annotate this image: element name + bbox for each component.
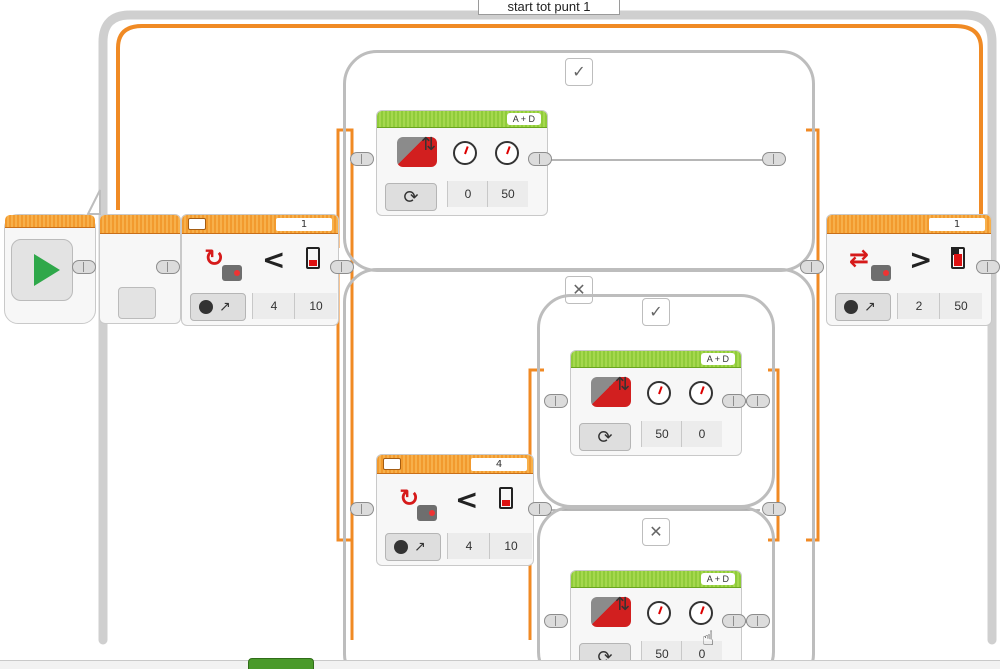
sensor-body-icon: [417, 505, 437, 521]
switch-true-exit-plug[interactable]: [762, 152, 786, 166]
right-switch-block[interactable]: 1 ⇄ > ↗ 2 50: [826, 214, 992, 326]
switch-false-exit-plug[interactable]: [762, 502, 786, 516]
main-switch-value-2[interactable]: 10: [294, 293, 337, 319]
tank-motor-icon: [591, 377, 631, 407]
inner-switch-output-plug[interactable]: [528, 502, 552, 516]
hand-cursor-icon: ☝: [702, 626, 715, 650]
loop-block-header: [100, 215, 180, 234]
right-switch-mode-button[interactable]: ↗: [835, 293, 891, 321]
start-block-header: [5, 215, 95, 228]
mode-sensor-icon: [844, 300, 858, 314]
tank-motor-icon: [397, 137, 437, 167]
top-motor-output-plug[interactable]: [528, 152, 552, 166]
switch-false-case-frame: [343, 268, 815, 669]
motor-settings-icon: ⇅: [615, 594, 631, 615]
switch-true-entry-plug[interactable]: [350, 152, 374, 166]
gyro-sensor-icon: ↻: [399, 484, 420, 512]
inner-switch-false-frame: [537, 506, 775, 669]
top-motor-header: A + D: [377, 111, 547, 128]
main-switch-mode-button[interactable]: ↗: [190, 293, 246, 321]
main-switch-output-plug[interactable]: [330, 260, 354, 274]
inner-switch-count: 4: [471, 458, 527, 471]
inner-false-exit-plug[interactable]: [746, 614, 770, 628]
bottom-toolbar: [0, 660, 1000, 669]
inner-switch-block[interactable]: 4 ↻ < ↗ 4 10: [376, 454, 534, 566]
inner-true-motor-block[interactable]: A + D ⇅ ⟳ 50 0: [570, 350, 742, 456]
right-power-gauge-icon: [495, 141, 519, 165]
start-output-plug[interactable]: [72, 260, 96, 274]
mode-rate-icon: ↗: [219, 299, 231, 315]
inner-switch-mode-button[interactable]: ↗: [385, 533, 441, 561]
right-power-gauge-icon: [689, 381, 713, 405]
inner-true-motor-value-1[interactable]: 50: [641, 421, 682, 447]
right-switch-operator: >: [909, 243, 933, 276]
inner-case-true-selector[interactable]: ✓: [642, 298, 670, 326]
gyro-sensor-icon: ⇄: [849, 244, 870, 272]
inner-switch-value-1[interactable]: 4: [447, 533, 490, 559]
motor-settings-icon: ⇅: [421, 134, 437, 155]
loop-mode-icon[interactable]: [118, 287, 156, 319]
play-icon: [34, 254, 60, 286]
inner-switch-value-2[interactable]: 10: [489, 533, 532, 559]
inner-false-motor-block[interactable]: A + D ⇅ ⟳ 50 0: [570, 570, 742, 669]
inner-true-motor-mode-button[interactable]: ⟳: [579, 423, 631, 451]
inner-false-motor-port[interactable]: A + D: [700, 573, 735, 585]
loop-orange-path: [116, 24, 983, 220]
left-power-gauge-icon: [647, 381, 671, 405]
threshold-meter-icon: [951, 247, 965, 269]
inner-switch-input-plug[interactable]: [350, 502, 374, 516]
inner-true-motor-port[interactable]: A + D: [700, 353, 735, 365]
sensor-body-icon: [871, 265, 891, 281]
top-motor-block[interactable]: A + D ⇅ ⟳ 0 50: [376, 110, 548, 216]
main-switch-header: 1: [182, 215, 338, 234]
inner-false-motor-header: A + D: [571, 571, 741, 588]
top-motor-value-1[interactable]: 0: [447, 181, 488, 207]
inner-case-false-selector[interactable]: ✕: [642, 518, 670, 546]
right-switch-count: 1: [929, 218, 985, 231]
switch-case-tab-icon: [383, 458, 401, 470]
inner-true-motor-output-plug[interactable]: [722, 394, 746, 408]
inner-false-motor-output-plug[interactable]: [722, 614, 746, 628]
main-switch-count: 1: [276, 218, 332, 231]
loop-frame: [98, 10, 997, 645]
inner-true-motor-header: A + D: [571, 351, 741, 368]
mode-sensor-icon: [199, 300, 213, 314]
loop-name-label[interactable]: start tot punt 1: [478, 0, 620, 15]
inner-switch-header: 4: [377, 455, 533, 474]
top-motor-port[interactable]: A + D: [506, 113, 541, 125]
inner-false-entry-plug[interactable]: [544, 614, 568, 628]
sensor-body-icon: [222, 265, 242, 281]
main-switch-value-1[interactable]: 4: [252, 293, 295, 319]
right-switch-output-plug[interactable]: [976, 260, 1000, 274]
right-switch-value-1[interactable]: 2: [897, 293, 940, 319]
top-motor-mode-button[interactable]: ⟳: [385, 183, 437, 211]
inner-true-exit-plug[interactable]: [746, 394, 770, 408]
right-switch-header: 1: [827, 215, 991, 234]
switch-case-tab-icon: [188, 218, 206, 230]
loop-input-plug[interactable]: [156, 260, 180, 274]
left-power-gauge-icon: [647, 601, 671, 625]
case-true-selector[interactable]: ✓: [565, 58, 593, 86]
top-motor-value-2[interactable]: 50: [487, 181, 528, 207]
right-switch-value-2[interactable]: 50: [939, 293, 982, 319]
mode-rate-icon: ↗: [414, 539, 426, 555]
threshold-meter-icon: [499, 487, 513, 509]
left-power-gauge-icon: [453, 141, 477, 165]
switch-exit-plug[interactable]: [800, 260, 824, 274]
right-power-gauge-icon: [689, 601, 713, 625]
inner-switch-operator: <: [455, 483, 479, 516]
main-switch-operator: <: [262, 243, 286, 276]
mode-rate-icon: ↗: [864, 299, 876, 315]
main-switch-block[interactable]: 1 ↻ < ↗ 4 10: [181, 214, 339, 326]
start-button[interactable]: [11, 239, 73, 301]
bottom-toolbar-button[interactable]: [248, 658, 314, 669]
tank-motor-icon: [591, 597, 631, 627]
inner-true-motor-value-2[interactable]: 0: [681, 421, 722, 447]
inner-true-entry-plug[interactable]: [544, 394, 568, 408]
threshold-meter-icon: [306, 247, 320, 269]
motor-settings-icon: ⇅: [615, 374, 631, 395]
gyro-sensor-icon: ↻: [204, 244, 225, 272]
mode-sensor-icon: [394, 540, 408, 554]
